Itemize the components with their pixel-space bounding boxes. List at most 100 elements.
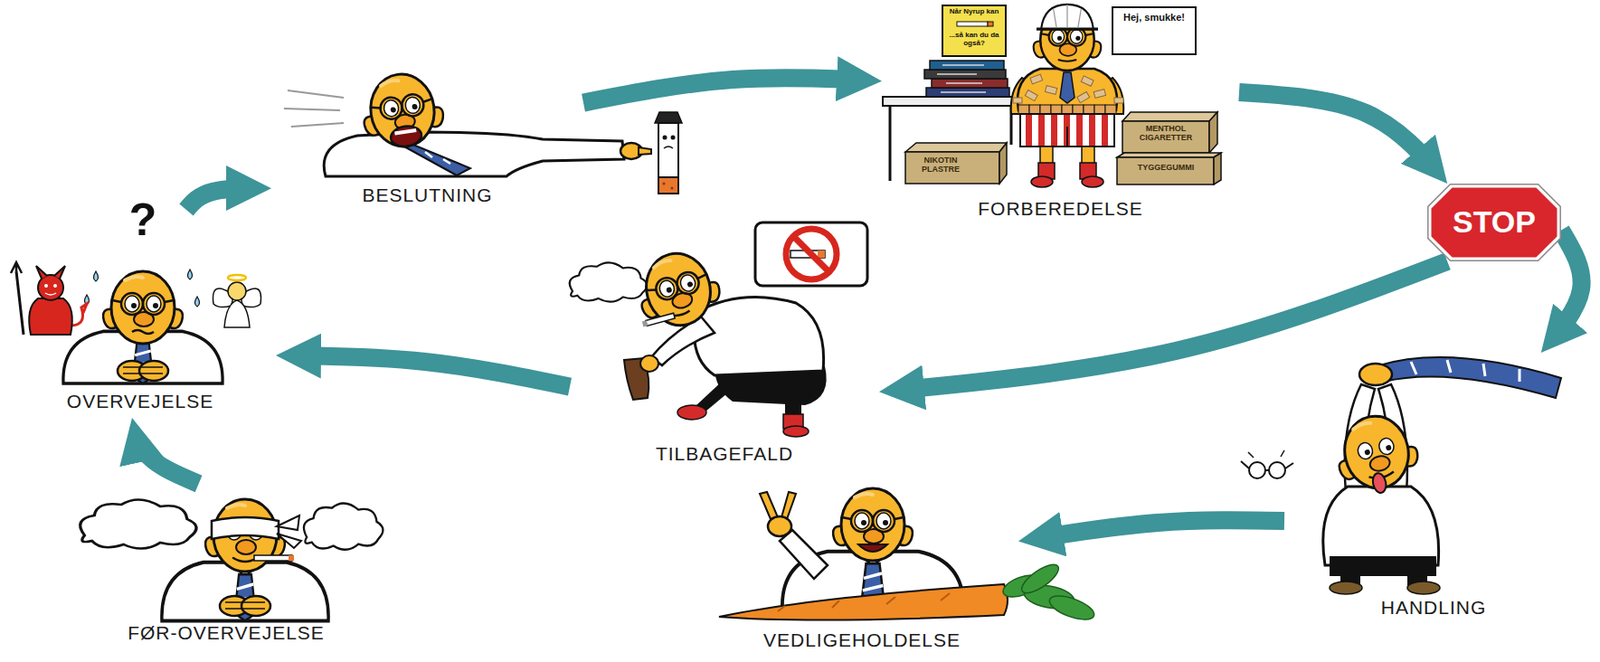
relapse-figure — [817, 250, 825, 258]
cigarette-character — [662, 135, 668, 141]
decision-figure — [389, 123, 424, 149]
pre-contemplation-figure — [80, 499, 384, 622]
label-box: Når Nyrup kan — [944, 8, 1004, 17]
stage-name: FØR-OVERVEJELSE — [127, 622, 325, 644]
sign-text: MENTHOL CIGARETTER — [1126, 124, 1206, 143]
maintenance-figure — [767, 516, 792, 537]
preparation-figure — [1077, 92, 1090, 104]
devil — [10, 262, 22, 274]
decision-figure — [284, 90, 344, 127]
preparation-figure — [1117, 157, 1214, 185]
sign-text: NIKOTIN PLASTRE — [908, 156, 973, 175]
cycle-arrow — [1018, 520, 1285, 541]
maintenance-figure — [719, 488, 1098, 625]
label-box: ...så kan du da også? — [944, 31, 1004, 48]
preparation-figure — [1122, 112, 1218, 122]
stage-node: FORBEREDELSE — [881, 3, 1240, 226]
preparation-figure — [987, 21, 994, 27]
preparation-figure — [1040, 146, 1053, 165]
preparation-figure — [905, 142, 1007, 152]
angel — [224, 300, 250, 328]
maintenance-figure — [1017, 559, 1063, 598]
preparation-figure — [1105, 104, 1117, 114]
preparation-figure — [1066, 126, 1069, 147]
contemplation-figure — [10, 262, 262, 384]
action-figure — [1248, 450, 1285, 458]
maintenance-figure — [1046, 591, 1098, 625]
decision-figure — [358, 68, 447, 152]
maintenance-figure — [1000, 559, 1098, 625]
stage-node: HANDLING — [1284, 352, 1583, 625]
devil — [44, 284, 48, 288]
stage-name: TILBAGEFALD — [655, 443, 794, 465]
preparation-figure — [1209, 112, 1218, 153]
devil — [36, 265, 66, 279]
maintenance-figure — [858, 544, 888, 552]
preparation-figure — [1029, 104, 1041, 114]
label-box: NIKOTIN PLASTRE — [908, 156, 973, 175]
preparation-figure — [882, 96, 1019, 106]
preparation-figure — [1094, 104, 1106, 114]
preparation-figure — [1081, 176, 1104, 188]
label-box: Hej, smukke! — [1112, 11, 1196, 23]
decision-figure — [425, 151, 451, 164]
question-mark: ? — [122, 195, 164, 246]
cigarette-character — [658, 177, 679, 194]
sign-text: Hej, smukke! — [1112, 11, 1196, 23]
pre-contemplation-figure — [161, 499, 329, 622]
cycle-arrow — [583, 77, 882, 104]
maintenance-figure — [777, 593, 950, 612]
preparation-figure — [1020, 113, 1115, 147]
preparation-figure — [1083, 104, 1095, 114]
relapse-figure — [642, 320, 648, 327]
cigarette-character — [654, 112, 682, 124]
contemplation-figure — [132, 330, 154, 334]
relapse-figure — [640, 355, 659, 372]
preparation-figure — [1112, 7, 1196, 55]
sign-text: Når Nyrup kan — [944, 8, 1004, 17]
stage-node: VEDLIGEHOLDELSE — [705, 479, 1019, 657]
cigarette-character — [671, 135, 676, 141]
devil — [28, 298, 73, 335]
preparation-figure — [1024, 90, 1038, 102]
preparation-figure — [1053, 4, 1082, 29]
maintenance-figure — [779, 530, 828, 579]
action-figure — [1329, 556, 1437, 577]
relapse-figure — [794, 236, 829, 272]
stage-name: HANDLING — [1381, 596, 1487, 619]
cigarette-character — [658, 123, 679, 178]
stage-node: BESLUTNING — [271, 56, 584, 212]
preparation-figure — [1080, 75, 1094, 86]
relapse-figure — [755, 222, 868, 286]
maintenance-figure — [759, 492, 796, 520]
stop-sign: STOP — [1427, 183, 1562, 262]
pre-contemplation-figure — [254, 555, 293, 561]
action-figure — [1410, 359, 1520, 382]
pre-contemplation-figure — [288, 555, 294, 561]
contemplation-figure — [63, 269, 223, 384]
cigarette-character — [671, 187, 674, 190]
action-figure — [1359, 363, 1392, 386]
stage-name: FORBEREDELSE — [977, 198, 1143, 220]
contemplation-figure — [195, 296, 200, 307]
cigarette-character — [662, 182, 666, 186]
action-figure — [1330, 408, 1425, 501]
preparation-figure — [1018, 104, 1030, 114]
cycle-arrow — [275, 355, 570, 388]
preparation-figure — [1030, 74, 1043, 85]
contemplation-figure — [94, 271, 99, 282]
action-figure — [1268, 462, 1286, 479]
preparation-figure — [1081, 146, 1095, 165]
preparation-figure — [937, 65, 986, 93]
preparation-figure — [1020, 113, 1115, 147]
preparation-figure — [1013, 97, 1023, 104]
stop-octagon — [1431, 188, 1558, 258]
preparation-figure — [1114, 97, 1124, 104]
stage-name: BESLUTNING — [361, 184, 493, 207]
action-figure — [1249, 462, 1266, 479]
preparation-figure — [1122, 121, 1210, 153]
action-figure — [1240, 357, 1562, 595]
stage-name: STOP — [1452, 204, 1536, 240]
